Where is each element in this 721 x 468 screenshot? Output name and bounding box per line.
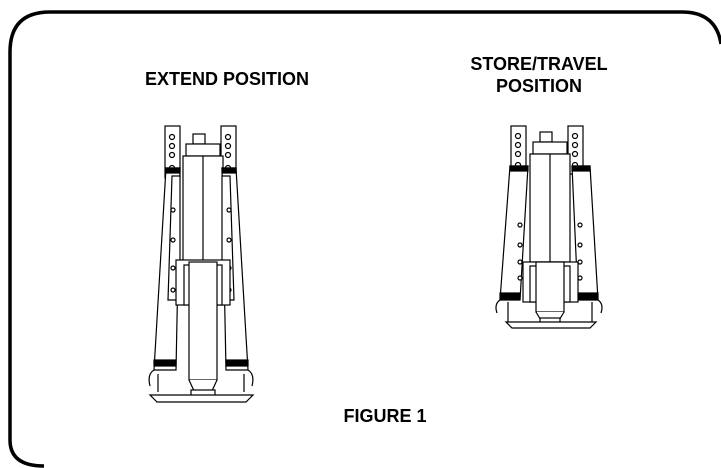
inner-tube [188,261,218,381]
figure-frame [8,10,721,468]
jack-stored [495,125,603,329]
foot-pad [504,321,598,329]
jack-motor-cap [539,131,553,143]
figure-caption: FIGURE 1 [343,406,427,426]
extend-position-label: EXTEND POSITION [144,69,310,89]
jack-motor-cap [192,133,206,145]
inner-tube [535,261,565,313]
store-travel-label-line2: POSITION [495,76,582,96]
store-travel-position-label: STORE/TRAVEL POSITION [420,53,658,97]
store-travel-label-line1: STORE/TRAVEL [470,54,608,74]
foot-pad [148,394,255,403]
jack-extended [148,125,255,403]
